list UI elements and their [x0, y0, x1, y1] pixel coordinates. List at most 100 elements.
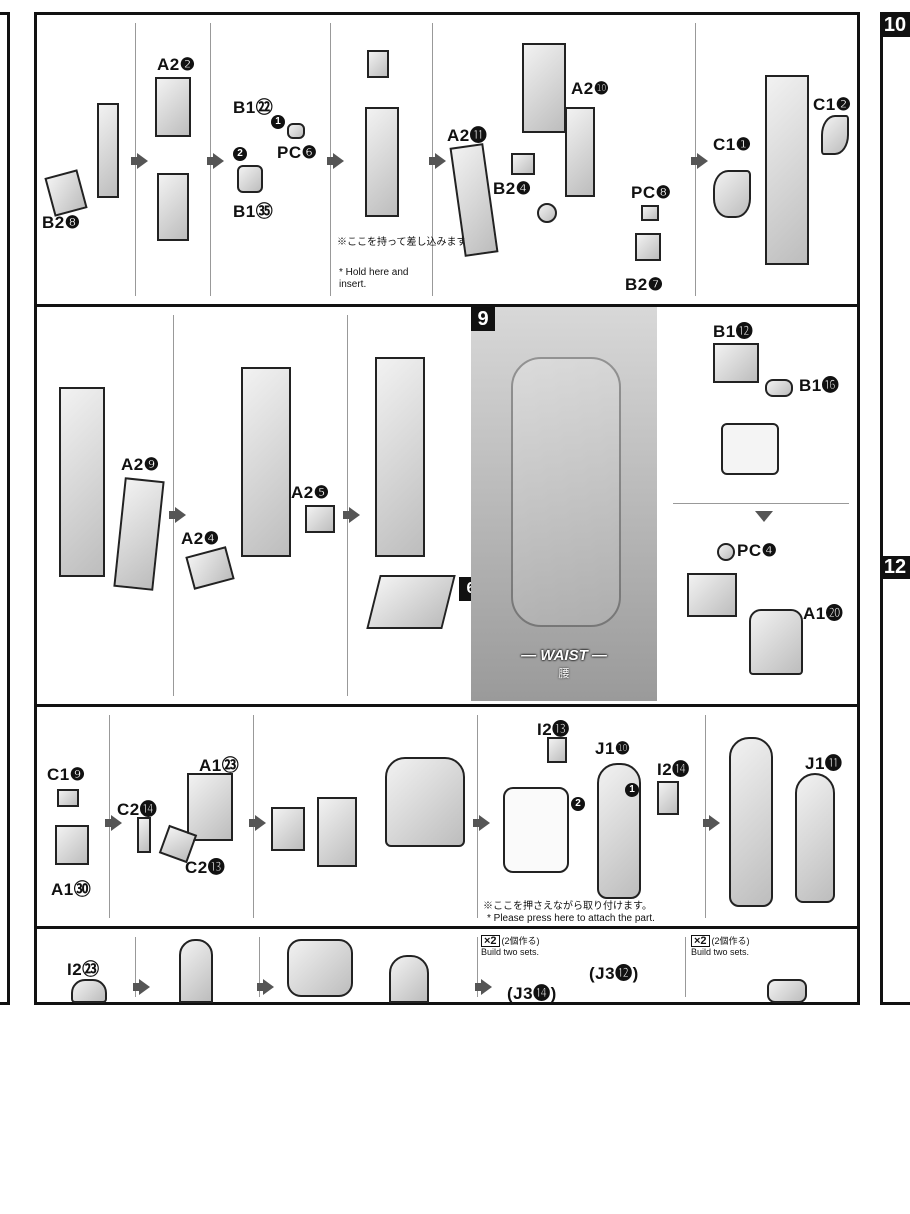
armor-part	[44, 169, 88, 217]
leg-part	[157, 173, 189, 241]
waist-title: — WAIST —	[521, 647, 607, 664]
part-label: B1㉒	[233, 98, 274, 117]
step-arrow	[249, 815, 266, 831]
hold-note-jp: ※ここを持って差し込みます。	[337, 237, 476, 248]
right-page-edge	[880, 12, 910, 1005]
down-arrow	[755, 511, 773, 522]
thigh-part	[522, 43, 566, 133]
order-marker: 2	[233, 147, 247, 161]
joint-part	[367, 50, 389, 78]
polycap-part	[717, 543, 735, 561]
part-label: B2❹	[493, 179, 532, 198]
part-label: A1⓴	[803, 604, 844, 623]
assembled-leg	[241, 367, 291, 557]
row-1-leg-assembly: B2❽ A2❷ B1㉒ 1 2 PC❻ B1㉟ ※ここを持って差し込みます。 *…	[37, 15, 857, 307]
x2-jp: (2個作る)	[501, 936, 540, 946]
robot-silhouette	[511, 357, 621, 627]
frame-part	[565, 107, 595, 197]
cover-part	[795, 773, 835, 903]
step-arrow	[131, 153, 148, 169]
small-part	[657, 781, 679, 815]
armor-part	[155, 77, 191, 137]
instruction-sheet: B2❽ A2❷ B1㉒ 1 2 PC❻ B1㉟ ※ここを持って差し込みます。 *…	[34, 12, 860, 1005]
waist-step-illustration: 9 — WAIST — 腰	[471, 307, 657, 701]
joint-part	[635, 233, 661, 261]
joint-part	[237, 165, 263, 193]
row-4-skirt-assembly: I2㉓ ×2(2個作る)Build two sets. (J3⓬) (J3⓮) …	[37, 929, 857, 1005]
waist-shaft-part	[765, 379, 793, 397]
armor-part	[305, 505, 335, 533]
x2-en: Build two sets.	[691, 947, 750, 957]
polycap-part	[641, 205, 659, 221]
armor-part	[713, 170, 751, 218]
waist-armor-part	[749, 609, 803, 675]
armor-part	[185, 546, 235, 590]
part-label: A2❹	[181, 529, 220, 548]
part-label: A2⓫	[447, 126, 488, 145]
waist-assembly	[287, 939, 353, 997]
part-label: A1㉓	[199, 756, 240, 775]
x2-en: Build two sets.	[481, 947, 540, 957]
part-label: B2❽	[42, 213, 81, 232]
part-label: B2❼	[625, 275, 664, 294]
waist-title-jp: 腰	[558, 668, 570, 680]
part-label: (J3⓬)	[589, 964, 639, 983]
divider	[673, 503, 849, 504]
step-arrow	[327, 153, 344, 169]
ball-joint-part	[537, 203, 557, 223]
part-label: I2⓮	[657, 760, 690, 779]
x2-jp: (2個作る)	[711, 936, 750, 946]
skirt-assembly	[179, 939, 213, 1003]
part-label: I2㉓	[67, 960, 100, 979]
part-label: (J3⓮)	[507, 984, 557, 1003]
part-label: C2⓭	[185, 858, 226, 877]
step-12-tab: 12	[880, 556, 910, 579]
order-marker: 1	[625, 783, 639, 797]
part-label: A2❷	[157, 55, 196, 74]
small-part	[547, 737, 567, 763]
part-label: C1❶	[713, 135, 752, 154]
joint-part	[511, 153, 535, 175]
part-label: I2⓭	[537, 720, 570, 739]
part-label: PC❻	[277, 143, 318, 162]
step-arrow	[169, 507, 186, 523]
part-label: A2❾	[121, 455, 160, 474]
step-arrow	[475, 979, 492, 995]
order-marker: 1	[271, 115, 285, 129]
assembled-leg	[375, 357, 425, 557]
left-page-edge	[0, 12, 10, 1005]
detail-callout	[721, 423, 779, 475]
joint-part	[271, 807, 305, 851]
part-label: A2❺	[291, 483, 330, 502]
polycap-part	[287, 123, 305, 139]
row-2-leg-and-waist: A2❾ A2❹ A2❺ 6 9 — WAIST — 腰 B1⓬ B1⓰ PC❹ …	[37, 307, 857, 707]
leg-part	[97, 103, 119, 198]
part-label: J1❿	[595, 739, 631, 758]
waist-joint-part	[713, 343, 759, 383]
waist-armor-part	[317, 797, 357, 867]
row-3-waist-assembly: C1❾ A1㉚ C2⓮ A1㉓ C2⓭ I2⓭ J1❿ I2⓮ 1 2 ※ここを…	[37, 707, 857, 929]
x2-badge: ×2	[691, 935, 710, 947]
step-arrow	[473, 815, 490, 831]
part-label: A2❿	[571, 79, 610, 98]
x2-badge: ×2	[481, 935, 500, 947]
part-label: C1❷	[813, 95, 852, 114]
press-note-en: * Please press here to attach the part.	[487, 913, 655, 924]
step-arrow	[691, 153, 708, 169]
part-label: B1⓬	[713, 322, 754, 341]
step-arrow	[429, 153, 446, 169]
part-label: PC❽	[631, 183, 672, 202]
step-9-number: 9	[471, 307, 495, 331]
small-part	[57, 789, 79, 807]
side-armor-part	[767, 979, 807, 1003]
build-two-sets-badge: ×2(2個作る)Build two sets.	[691, 935, 750, 957]
waist-joint-part	[687, 573, 737, 617]
part-label: PC❹	[737, 541, 778, 560]
skirt-assembly	[389, 955, 429, 1003]
part-label: B1㉟	[233, 202, 274, 221]
part-label: C1❾	[47, 765, 86, 784]
skirt-frame-part	[729, 737, 773, 907]
step-arrow	[207, 153, 224, 169]
leg-part	[365, 107, 399, 217]
armor-part	[821, 115, 849, 155]
